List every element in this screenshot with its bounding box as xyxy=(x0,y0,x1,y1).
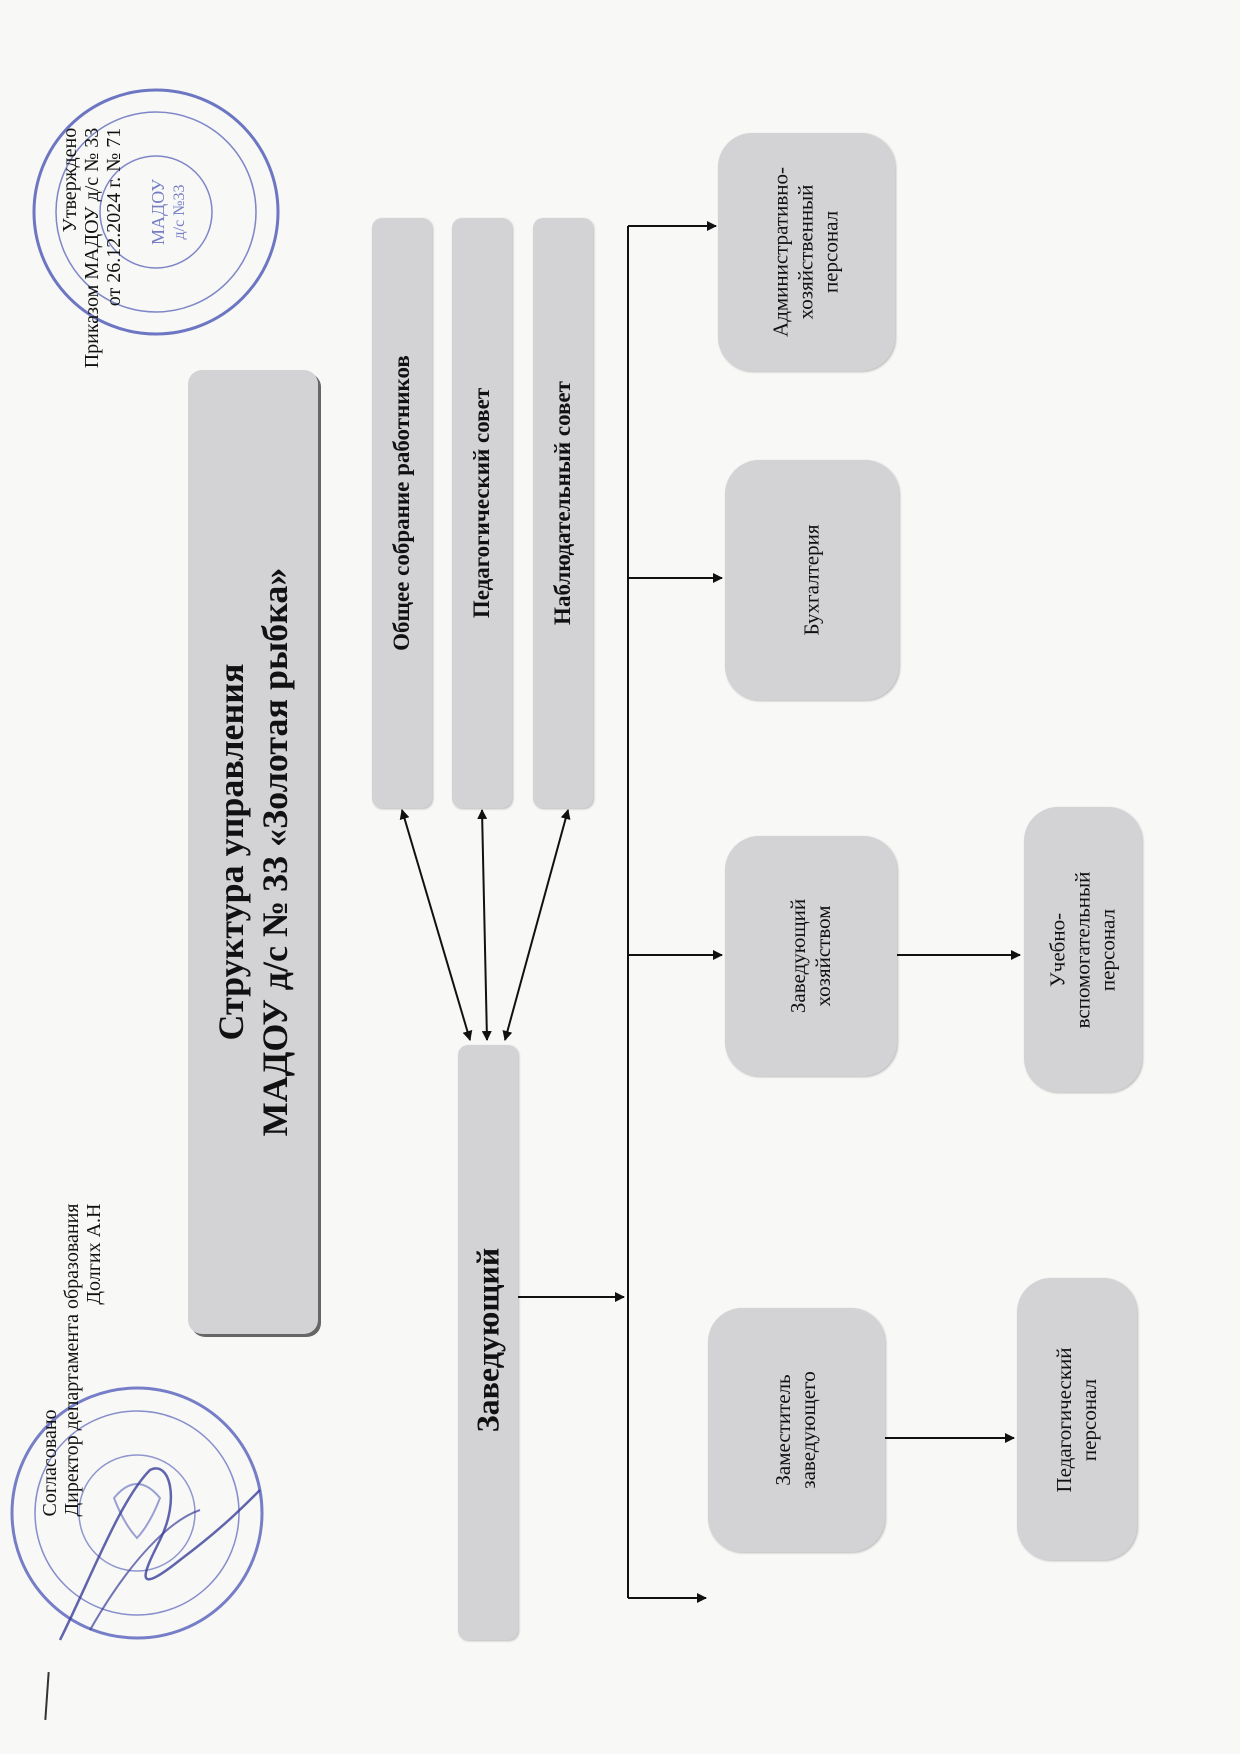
deputy-head-box xyxy=(708,1308,885,1552)
svg-text:д/с №33: д/с №33 xyxy=(171,185,188,240)
agreement-line-1: Согласовано xyxy=(39,1409,61,1517)
title-line-1: Структура управления xyxy=(211,663,251,1041)
admin-staff-label: Административно- хозяйственный персонал xyxy=(769,167,844,337)
round-seal-top: МАДОУ д/с №33 xyxy=(32,88,280,336)
deputy-head-label: Заместитель заведующего xyxy=(771,1371,821,1488)
support-staff-label: Учебно- вспомогательный персонал xyxy=(1046,872,1121,1029)
approval-line-3: от 26.12.2024 г. № 71 xyxy=(103,127,125,307)
title-box xyxy=(188,370,318,1334)
approval-block: Утверждено Приказом МАДОУ д/с № 33 от 26… xyxy=(59,128,125,369)
pedagogical-staff-box xyxy=(1017,1278,1137,1560)
approval-line-1: Утверждено xyxy=(59,127,81,233)
council-general-meeting xyxy=(372,218,432,808)
margin-mark xyxy=(44,1671,50,1721)
page-title: Структура управления МАДОУ д/с № 33 «Зол… xyxy=(209,568,297,1137)
household-manager-line-2: хозяйством xyxy=(811,905,835,1007)
admin-staff-line-3: персонал xyxy=(818,210,843,294)
support-staff-line-2: вспомогательный xyxy=(1070,871,1095,1029)
deputy-head-line-1: Заместитель xyxy=(771,1374,795,1486)
signature xyxy=(58,1467,261,1641)
pedagogical-staff-line-1: Педагогический xyxy=(1052,1347,1076,1493)
council-pedagogical xyxy=(452,218,512,808)
council-pedagogical-label: Педагогический совет xyxy=(469,387,494,619)
pedagogical-staff-label: Педагогический персонал xyxy=(1052,1347,1102,1492)
admin-staff-line-1: Административно- xyxy=(768,167,793,337)
council-supervisory xyxy=(533,218,593,808)
household-manager-box xyxy=(725,836,897,1076)
admin-staff-line-2: хозяйственный xyxy=(793,184,818,320)
support-staff-line-1: Учебно- xyxy=(1045,912,1070,988)
accounting-line-1: Бухгалтерия xyxy=(799,524,824,636)
accounting-box xyxy=(725,460,899,700)
title-line-2: МАДОУ д/с № 33 «Золотая рыбка» xyxy=(255,567,295,1137)
council-general-meeting-label: Общее собрание работников xyxy=(389,355,414,651)
head-box xyxy=(458,1045,518,1640)
council-supervisory-label: Наблюдательный совет xyxy=(550,381,575,625)
agreement-line-3: Долгих А.Н xyxy=(83,1203,105,1305)
svg-text:МАДОУ: МАДОУ xyxy=(148,179,168,245)
pedagogical-staff-line-2: персонал xyxy=(1077,1378,1101,1462)
arrow-head-pedagogical xyxy=(477,809,492,1041)
support-staff-line-3: персонал xyxy=(1095,908,1120,992)
arrow-head-general-meeting xyxy=(399,809,473,1041)
deputy-head-line-2: заведующего xyxy=(796,1371,820,1489)
head-label: Заведующий xyxy=(469,1247,506,1433)
arrow-head-supervisory xyxy=(502,809,571,1041)
support-staff-box xyxy=(1024,807,1142,1092)
round-seal-bottom xyxy=(10,1386,264,1640)
household-manager-label: Заведующий хозяйством xyxy=(786,899,836,1013)
admin-staff-box xyxy=(718,133,895,371)
approval-line-2: Приказом МАДОУ д/с № 33 xyxy=(81,127,103,369)
agreement-line-2: Директор департамента образования xyxy=(61,1203,83,1517)
accounting-label: Бухгалтерия xyxy=(800,524,825,635)
agreement-block: Согласовано Директор департамента образо… xyxy=(39,1204,105,1517)
household-manager-line-1: Заведующий xyxy=(786,898,810,1014)
